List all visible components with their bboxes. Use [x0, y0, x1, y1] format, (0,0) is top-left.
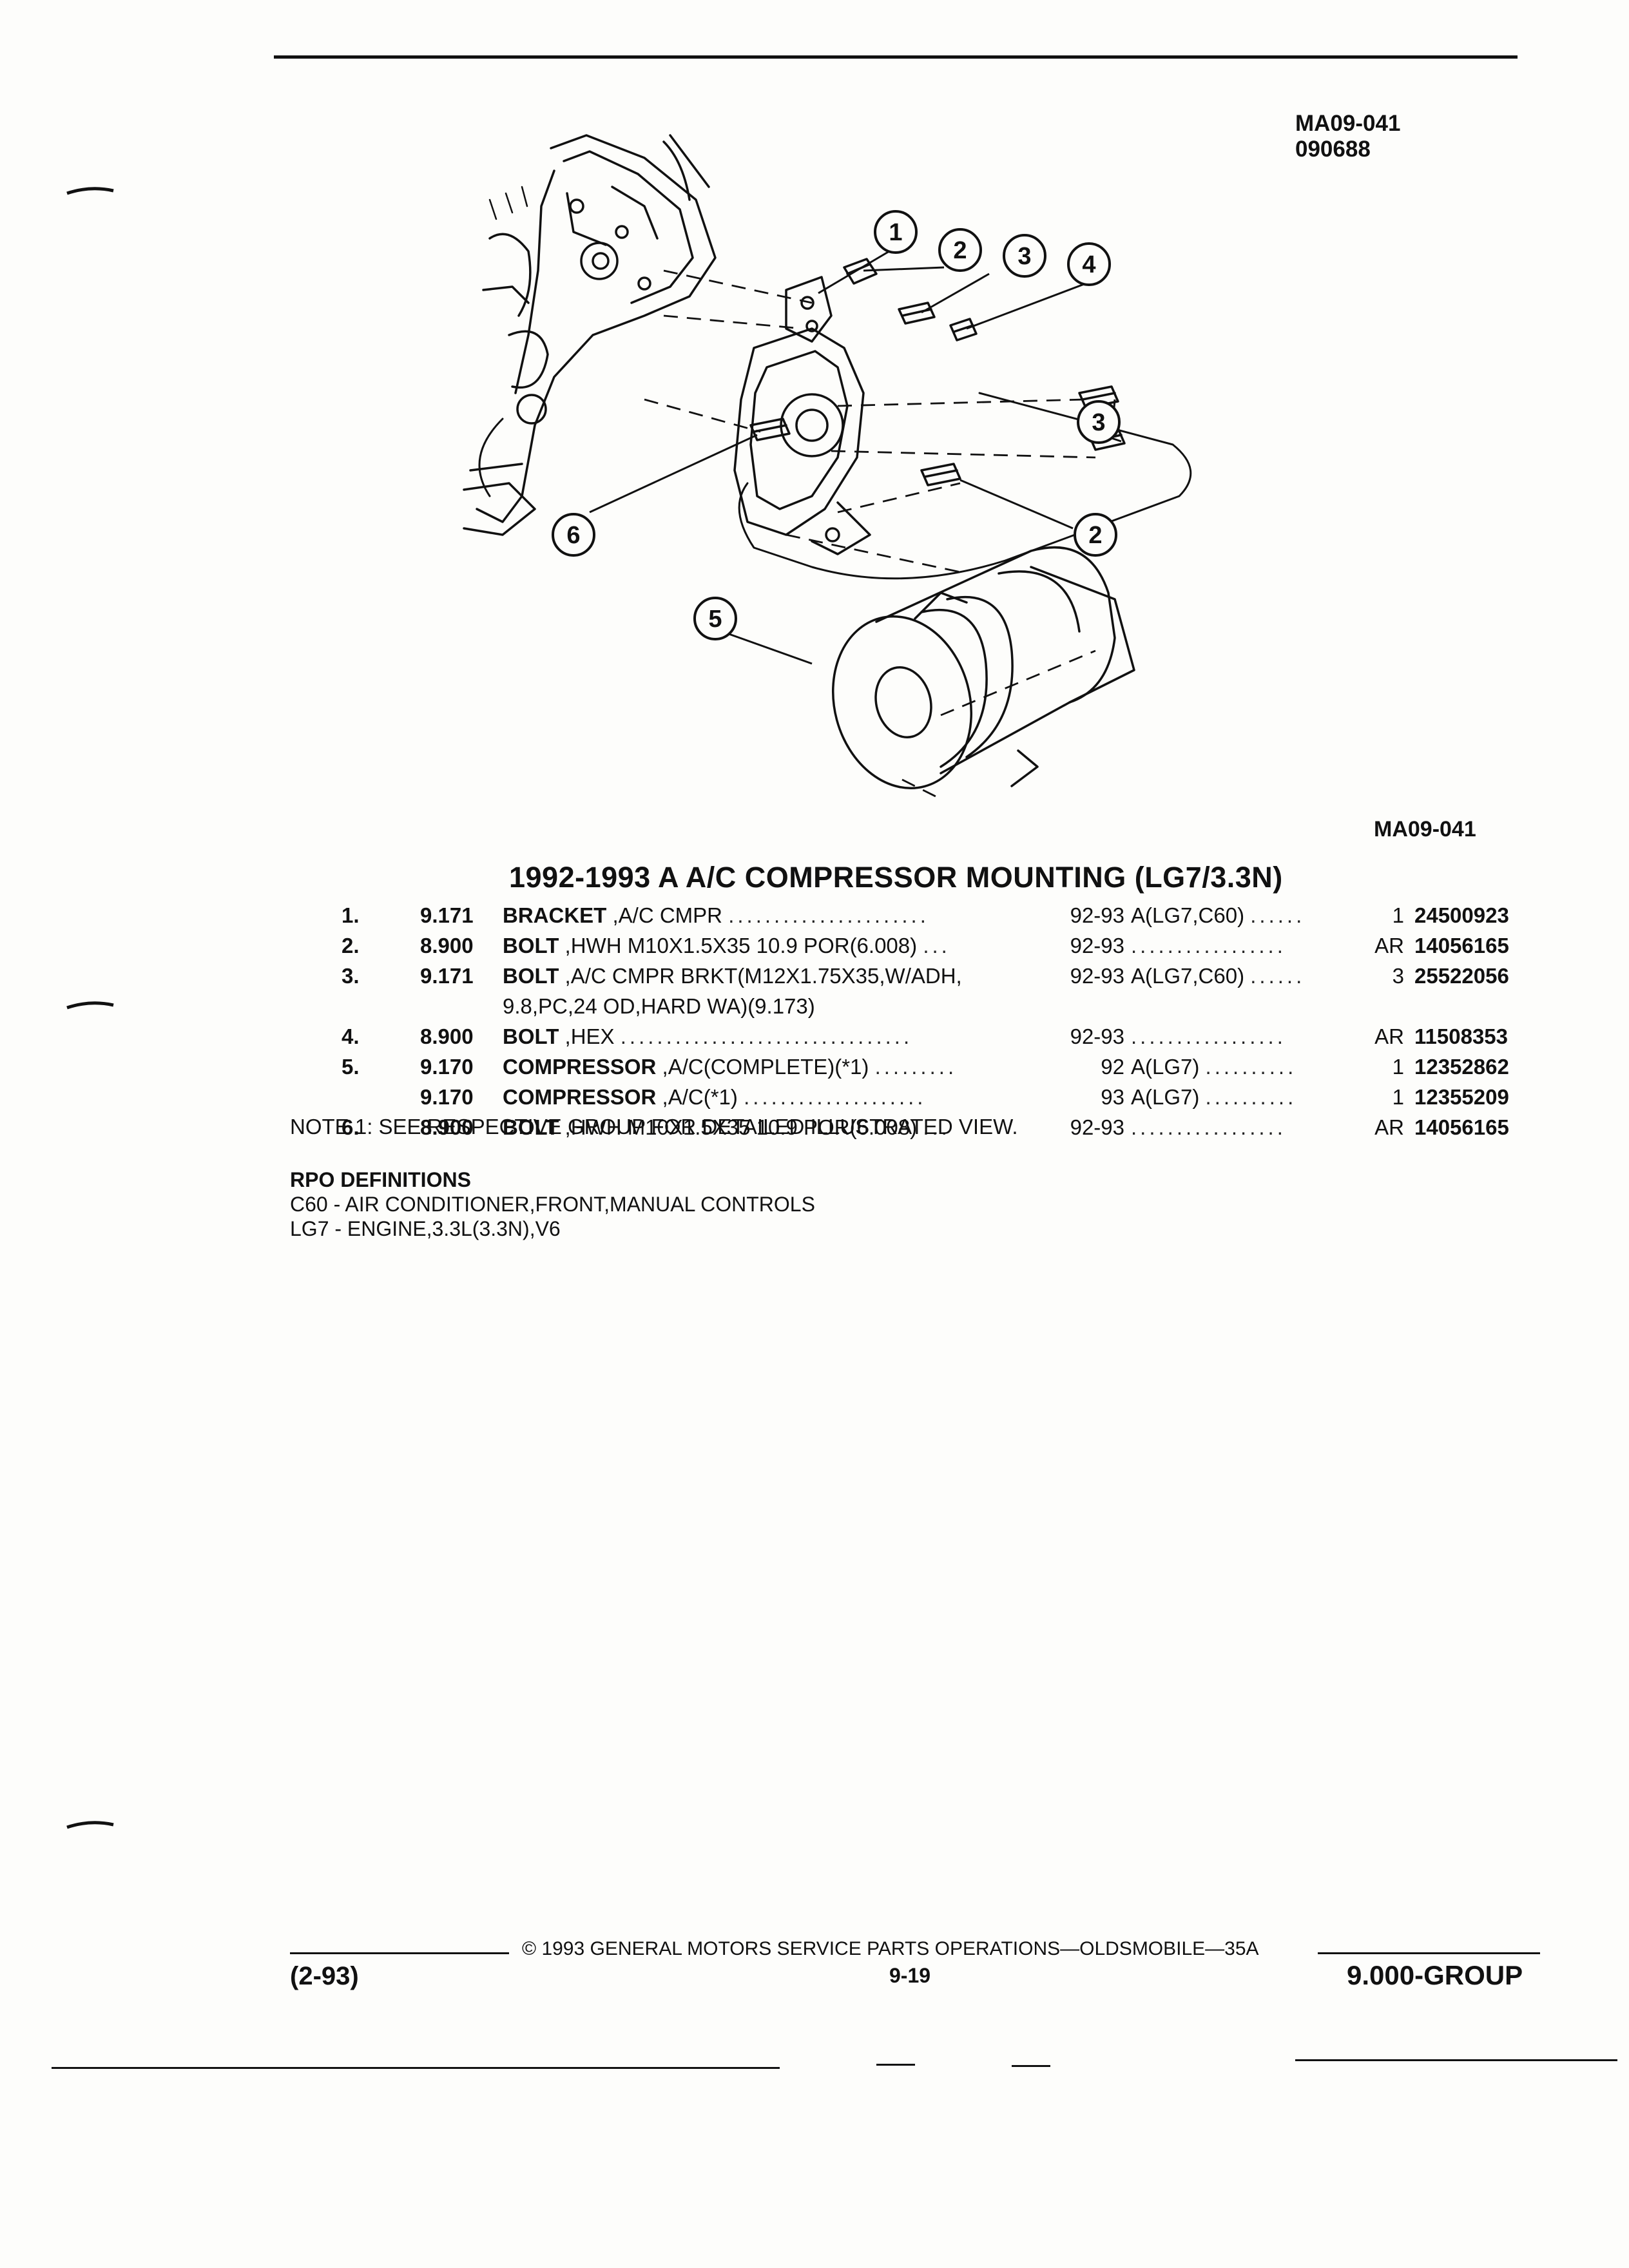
callout-6: 6: [566, 522, 580, 549]
page-number: 9-19: [889, 1964, 931, 1987]
figure-label: MA09-041: [1374, 817, 1476, 841]
callout-1: 1: [889, 219, 902, 246]
group-number: 8.900: [420, 934, 474, 957]
rpo-item: LG7 - ENGINE,3.3L(3.3N),V6: [290, 1217, 561, 1240]
bottom-rule: [876, 2064, 915, 2066]
item-number: 3.: [342, 964, 360, 988]
group-number: 9.170: [420, 1085, 474, 1109]
margin-mark: [66, 1821, 114, 1829]
figure-date-code: 090688: [1295, 137, 1371, 162]
part-number: 24500923: [1414, 903, 1509, 927]
application: .................: [1131, 934, 1286, 957]
part-number: 11508353: [1414, 1024, 1509, 1048]
item-number: 4.: [342, 1024, 360, 1048]
callout-3-lower: 3: [1092, 409, 1105, 436]
model-years: 92: [1101, 1055, 1124, 1079]
bottom-rule: [52, 2067, 780, 2069]
part-number: 12352862: [1414, 1055, 1509, 1079]
application: A(LG7) ..........: [1131, 1055, 1297, 1079]
footer-rule-left: [290, 1952, 509, 1954]
application: .................: [1131, 1115, 1286, 1139]
part-description: BOLT ,HWH M10X1.5X35 10.9 POR(6.008) ...: [503, 1115, 950, 1139]
group-label: 9.000-GROUP: [1347, 1960, 1523, 1990]
quantity: AR: [1374, 1115, 1404, 1139]
group-number: 9.170: [420, 1055, 474, 1079]
quantity: AR: [1374, 1024, 1404, 1048]
item-number: 5.: [342, 1055, 360, 1079]
model-years: 93: [1101, 1085, 1124, 1109]
group-number: 9.171: [420, 964, 474, 988]
callout-5: 5: [708, 606, 722, 633]
revision-date: (2-93): [290, 1962, 359, 1990]
margin-mark: [66, 1001, 114, 1010]
footer-rule-right: [1318, 1952, 1540, 1954]
callout-2: 2: [953, 237, 967, 264]
item-number: 2.: [342, 934, 360, 957]
top-rule: [274, 55, 1518, 59]
page-title: 1992-1993 A A/C COMPRESSOR MOUNTING (LG7…: [509, 861, 1283, 894]
model-years: 92-93: [1070, 1115, 1124, 1139]
callout-4: 4: [1082, 251, 1095, 278]
application: A(LG7,C60) ......: [1131, 964, 1306, 988]
rpo-definitions: RPO DEFINITIONS C60 - AIR CONDITIONER,FR…: [290, 1168, 815, 1241]
copyright-line: © 1993 GENERAL MOTORS SERVICE PARTS OPER…: [522, 1938, 1259, 1959]
application: A(LG7) ..........: [1131, 1085, 1297, 1109]
part-description: BOLT ,A/C CMPR BRKT(M12X1.75X35,W/ADH,9.…: [503, 964, 962, 1018]
model-years: 92-93: [1070, 903, 1124, 927]
quantity: 3: [1392, 964, 1404, 988]
rpo-item: C60 - AIR CONDITIONER,FRONT,MANUAL CONTR…: [290, 1193, 815, 1216]
part-number: 14056165: [1414, 934, 1509, 957]
application: A(LG7,C60) ......: [1131, 903, 1306, 927]
group-number: 8.900: [420, 1024, 474, 1048]
exploded-view-drawing: 1 2 3 4 3 2 6 5: [463, 134, 1192, 800]
part-description: BOLT ,HWH M10X1.5X35 10.9 POR(6.008) ...: [503, 934, 950, 957]
model-years: 92-93: [1070, 964, 1124, 988]
exploded-view-illustration: 1 2 3 4 3 2 6 5: [451, 122, 1257, 800]
model-years: 92-93: [1070, 934, 1124, 957]
application: .................: [1131, 1024, 1286, 1048]
model-years: 92-93: [1070, 1024, 1124, 1048]
bottom-rule: [1295, 2059, 1617, 2061]
part-number: 14056165: [1414, 1115, 1509, 1139]
rpo-heading: RPO DEFINITIONS: [290, 1168, 471, 1191]
group-number: 9.171: [420, 903, 474, 927]
margin-mark: [66, 187, 114, 195]
figure-code: MA09-041: [1295, 111, 1401, 136]
item-number: 6.: [342, 1115, 360, 1139]
item-number: 1.: [342, 903, 360, 927]
part-description: COMPRESSOR ,A/C(COMPLETE)(*1) .........: [503, 1055, 958, 1079]
quantity: 1: [1392, 1055, 1404, 1079]
part-description: BOLT ,HEX ..............................…: [503, 1024, 913, 1048]
part-description: COMPRESSOR ,A/C(*1) ....................: [503, 1085, 927, 1109]
footnote: NOTE 1: SEE RESPECTIVE GROUP FOR DETAILE…: [290, 1115, 1018, 1139]
quantity: 1: [1392, 903, 1404, 927]
group-number: 8.900: [420, 1115, 474, 1139]
quantity: 1: [1392, 1085, 1404, 1109]
callout-3: 3: [1017, 243, 1031, 270]
part-number: 25522056: [1414, 964, 1509, 988]
part-description: BRACKET ,A/C CMPR ......................: [503, 903, 929, 927]
callout-2-lower: 2: [1088, 522, 1102, 549]
part-number: 12355209: [1414, 1085, 1509, 1109]
bottom-rule: [1012, 2065, 1050, 2067]
quantity: AR: [1374, 934, 1404, 957]
